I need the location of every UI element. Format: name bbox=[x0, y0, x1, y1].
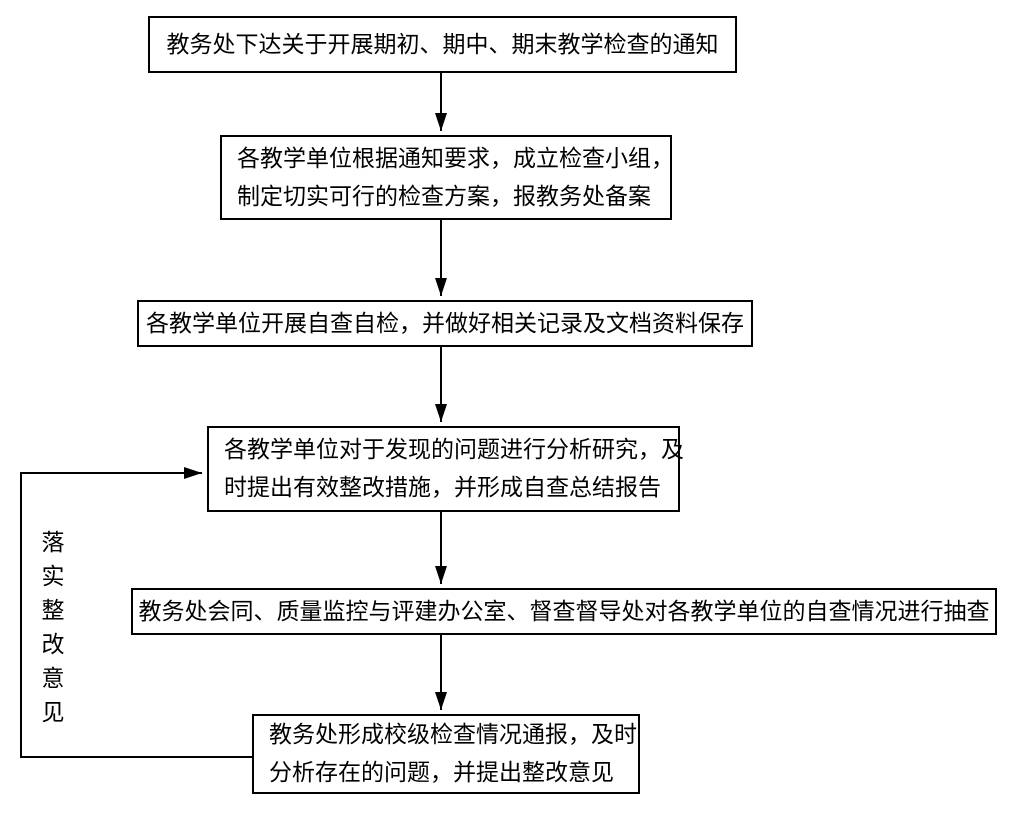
step-text-line: 各教学单位根据通知要求，成立检查小组， bbox=[237, 145, 674, 171]
step-box-form-inspection-team: 各教学单位根据通知要求，成立检查小组， 制定切实可行的检查方案，报教务处备案 bbox=[220, 135, 674, 220]
step-box-analyze-problems: 各教学单位对于发现的问题进行分析研究，及 时提出有效整改措施，并形成自查总结报告 bbox=[207, 426, 684, 512]
feedback-label: 落实整改意见 bbox=[38, 530, 63, 734]
step-box-notice: 教务处下达关于开展期初、期中、期末教学检查的通知 bbox=[148, 16, 737, 73]
step-box-report-feedback: 教务处形成校级检查情况通报，及时 分析存在的问题，并提出整改意见 bbox=[252, 714, 640, 794]
step-text-line: 教务处下达关于开展期初、期中、期末教学检查的通知 bbox=[166, 31, 719, 57]
step-box-self-inspection: 各教学单位开展自查自检，并做好相关记录及文档资料保存 bbox=[137, 300, 753, 347]
step-text-line: 制定切实可行的检查方案，报教务处备案 bbox=[237, 183, 651, 209]
step-text-line: 时提出有效整改措施，并形成自查总结报告 bbox=[224, 475, 661, 500]
step-text-line: 分析存在的问题，并提出整改意见 bbox=[269, 760, 614, 785]
step-text-line: 各教学单位对于发现的问题进行分析研究，及 bbox=[224, 437, 684, 462]
feedback-loop-arrow-icon bbox=[20, 467, 252, 758]
step-text-line: 各教学单位开展自查自检，并做好相关记录及文档资料保存 bbox=[146, 310, 744, 336]
step-text-line: 教务处形成校级检查情况通报，及时 bbox=[269, 722, 637, 747]
step-box-spot-check: 教务处会同、质量监控与评建办公室、督查督导处对各教学单位的自查情况进行抽查 bbox=[131, 588, 997, 635]
step-text-line: 教务处会同、质量监控与评建办公室、督查督导处对各教学单位的自查情况进行抽查 bbox=[138, 598, 990, 624]
